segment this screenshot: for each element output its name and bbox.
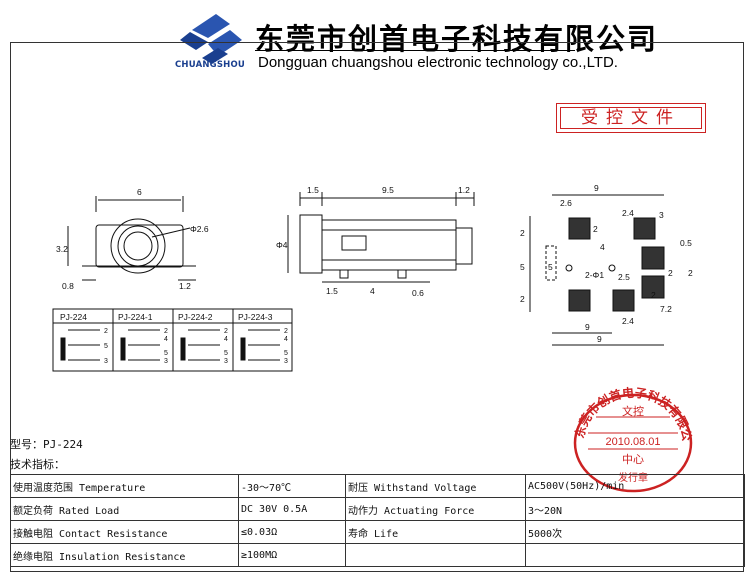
spec-value: -30～70℃ <box>238 474 346 498</box>
svg-text:中心: 中心 <box>622 453 644 466</box>
spec-value: AC500V(50Hz)/min <box>525 474 745 498</box>
model-value: PJ-224 <box>43 438 83 451</box>
svg-text:2010.08.01: 2010.08.01 <box>605 436 660 448</box>
spec-label: 绝缘电阻 Insulation Resistance <box>10 543 239 567</box>
spec-title: 技术指标： <box>10 458 65 471</box>
spec-label: 接触电阻 Contact Resistance <box>10 520 239 544</box>
table-row: 接触电阻 Contact Resistance ≤0.03Ω 寿命 Life 5… <box>10 520 745 544</box>
model-label: 型号： <box>10 438 43 451</box>
header-divider <box>255 50 575 51</box>
spec-label: 动作力 Actuating Force <box>345 497 526 521</box>
controlled-document-stamp: 受控文件 <box>556 103 706 133</box>
spec-label: 耐压 Withstand Voltage <box>345 474 526 498</box>
spec-label: 寿命 Life <box>345 520 526 544</box>
spec-label: 使用温度范围 Temperature <box>10 474 239 498</box>
spec-value: 5000次 <box>525 520 745 544</box>
svg-text:文控: 文控 <box>622 404 644 418</box>
company-name-en: Dongguan chuangshou electronic technolog… <box>258 54 618 71</box>
logo-word: CHUANGSHOU <box>174 60 246 70</box>
spec-label: 额定负荷 Rated Load <box>10 497 239 521</box>
spec-value <box>525 543 745 567</box>
spec-value: 3～20N <box>525 497 745 521</box>
spec-table: 使用温度范围 Temperature -30～70℃ 耐压 Withstand … <box>10 474 745 567</box>
product-model: 型号：PJ-224 <box>10 436 83 452</box>
spec-value: ≥100MΩ <box>238 543 346 567</box>
spec-value: ≤0.03Ω <box>238 520 346 544</box>
company-logo <box>180 14 242 64</box>
table-row: 额定负荷 Rated Load DC 30V 0.5A 动作力 Actuatin… <box>10 497 745 521</box>
table-row: 使用温度范围 Temperature -30～70℃ 耐压 Withstand … <box>10 474 745 498</box>
spec-label <box>345 543 526 567</box>
document-frame <box>10 42 744 572</box>
spec-value: DC 30V 0.5A <box>238 497 346 521</box>
table-row: 绝缘电阻 Insulation Resistance ≥100MΩ <box>10 543 745 567</box>
